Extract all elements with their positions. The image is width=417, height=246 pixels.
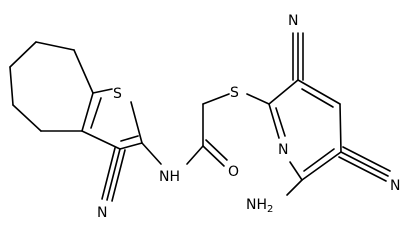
bond bbox=[101, 147, 116, 200]
bond bbox=[268, 79, 299, 105]
bond bbox=[268, 103, 280, 139]
bond bbox=[90, 97, 102, 129]
atom-label-amino: NH2 bbox=[246, 197, 273, 215]
atom-label-s-thiophene: S bbox=[113, 86, 122, 102]
bond bbox=[289, 161, 303, 181]
bond bbox=[275, 107, 286, 137]
bond bbox=[81, 92, 94, 132]
bond bbox=[141, 142, 162, 165]
bond bbox=[120, 135, 139, 142]
bond bbox=[246, 93, 270, 105]
bonds bbox=[9, 32, 391, 202]
atom-label-n-pyridine: N bbox=[278, 142, 288, 158]
bond bbox=[9, 66, 14, 106]
bond bbox=[286, 179, 303, 196]
bond bbox=[73, 49, 94, 94]
bond bbox=[338, 156, 387, 182]
atom-label-n-nitrile-bottom: N bbox=[97, 205, 107, 221]
bond bbox=[111, 149, 126, 202]
bond bbox=[301, 151, 342, 181]
bond bbox=[205, 139, 228, 161]
bond bbox=[106, 148, 121, 201]
bond bbox=[12, 104, 42, 132]
bond bbox=[297, 79, 341, 105]
atom-label-n-nitrile-right: N bbox=[390, 178, 400, 194]
bond bbox=[119, 142, 143, 150]
bond bbox=[9, 41, 37, 68]
bond bbox=[339, 103, 342, 153]
bond bbox=[81, 130, 121, 150]
bond bbox=[186, 145, 204, 165]
atom-label-s-thioether: S bbox=[230, 85, 239, 101]
bond bbox=[303, 148, 335, 172]
atom-label-nh: NH bbox=[159, 169, 180, 185]
bond bbox=[35, 41, 75, 51]
bond bbox=[340, 151, 389, 177]
atom-label-o-carbonyl: O bbox=[228, 164, 239, 180]
bond bbox=[342, 146, 391, 172]
bond bbox=[202, 145, 225, 167]
bond bbox=[130, 101, 143, 144]
bond bbox=[92, 88, 113, 94]
bond bbox=[202, 93, 230, 105]
bond bbox=[301, 88, 334, 108]
atom-label-n-nitrile-top: N bbox=[288, 13, 298, 29]
atom-labels: S S NH O N N N N NH2 bbox=[97, 13, 400, 221]
